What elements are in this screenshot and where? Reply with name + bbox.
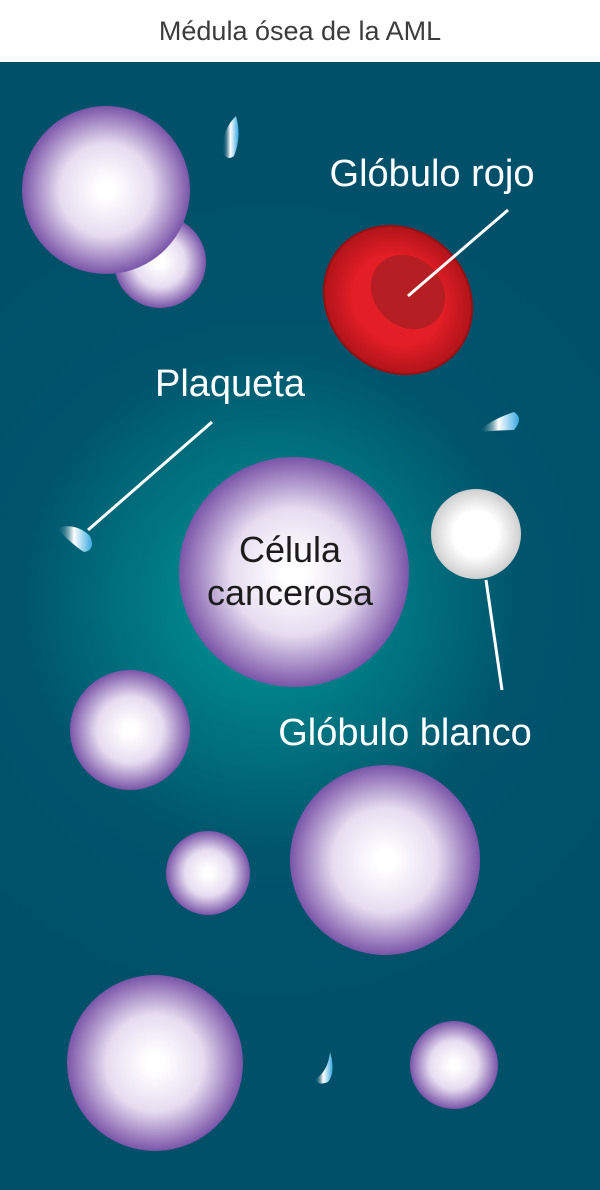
platelet: [222, 116, 239, 158]
platelet-label: Plaqueta: [155, 363, 306, 405]
cancer-cell: [179, 457, 409, 687]
cell: [22, 106, 190, 274]
platelet: [478, 412, 519, 432]
red-blood-cell: [322, 224, 474, 376]
diagram-title: Médula ósea de la AML: [158, 15, 442, 46]
red-cell-label: Glóbulo rojo: [330, 153, 535, 195]
cancer-label-line2: cancerosa: [207, 572, 374, 613]
platelet: [314, 1052, 333, 1084]
cell: [166, 831, 250, 915]
platelets: [56, 116, 519, 1084]
cell: [290, 765, 480, 955]
cancer-label-line1: Célula: [239, 529, 342, 570]
cell: [70, 670, 190, 790]
platelet-pointer: [87, 420, 213, 532]
cell: [410, 1021, 498, 1109]
bone-marrow-illustration: Célula cancerosa Glóbulo rojo Plaqueta G…: [0, 62, 600, 1190]
cell: [67, 975, 243, 1151]
red-cell-pointer: [407, 208, 509, 298]
white-blood-cell: [431, 489, 521, 579]
platelet: [56, 526, 92, 552]
white-cell-label: Glóbulo blanco: [278, 712, 532, 754]
white-cell-pointer: [484, 579, 504, 691]
